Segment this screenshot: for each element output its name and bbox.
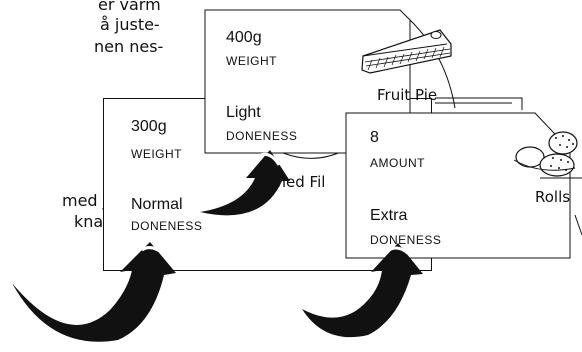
- manual-text-line-2: å juste-: [100, 15, 160, 34]
- manual-text-line-1: er varm: [98, 0, 161, 14]
- weight-label: WEIGHT: [131, 147, 182, 161]
- food-name-extra: Rolls: [535, 188, 571, 206]
- weight-value: 400g: [226, 29, 262, 46]
- doneness-value: Normal: [131, 196, 183, 213]
- weight-value: 300g: [131, 118, 167, 135]
- doneness-value: Extra: [370, 207, 408, 224]
- food-name-light: Fruit Pie: [377, 86, 438, 104]
- doneness-label: DONENESS: [226, 129, 298, 143]
- doneness-label: DONENESS: [131, 219, 203, 233]
- amount-label: AMOUNT: [370, 156, 425, 170]
- doneness-value: Light: [226, 104, 261, 121]
- screen-extra: 8 AMOUNT Extra DONENESS: [346, 113, 570, 258]
- screen-light: 400g WEIGHT Light DONENESS: [205, 10, 410, 153]
- doneness-label: DONENESS: [370, 233, 442, 247]
- weight-label: WEIGHT: [226, 54, 277, 68]
- manual-text-line-3: nen nes-: [94, 37, 164, 56]
- amount-value: 8: [370, 129, 379, 146]
